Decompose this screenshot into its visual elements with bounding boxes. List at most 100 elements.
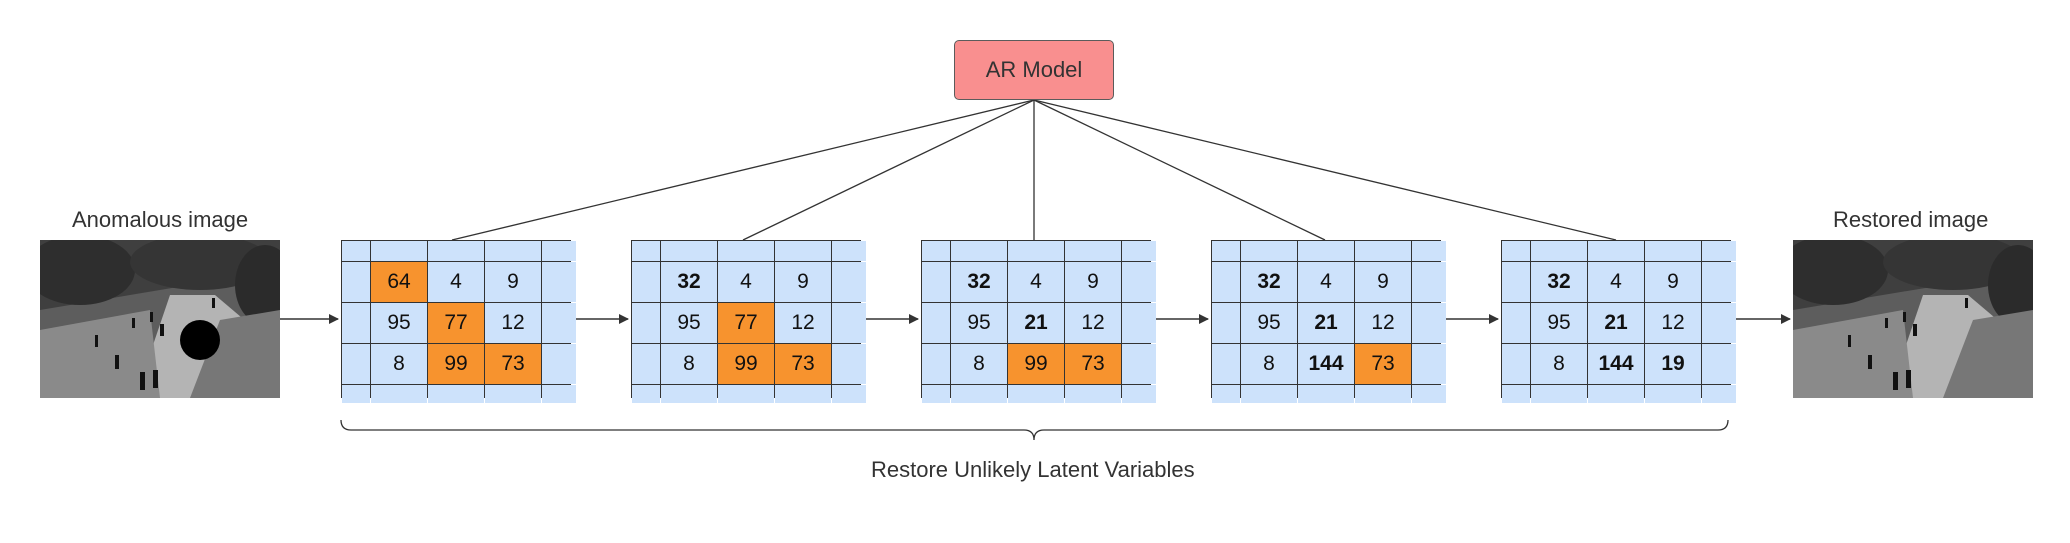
latent-cell: 99 [1008, 344, 1064, 384]
grid-border-cell [1588, 241, 1644, 261]
latent-cell: 8 [661, 344, 717, 384]
grid-border-cell [342, 262, 370, 302]
latent-cell: 8 [371, 344, 427, 384]
latent-cell: 95 [661, 303, 717, 343]
grid-border-cell [1502, 344, 1530, 384]
grid-border-cell [718, 385, 774, 403]
grid-border-cell [1502, 241, 1530, 261]
grid-border-cell [775, 241, 831, 261]
grid-border-cell [632, 344, 660, 384]
grid-border-cell [661, 385, 717, 403]
grid-border-cell [632, 262, 660, 302]
grid-border-cell [1702, 385, 1736, 403]
latent-cell: 95 [1241, 303, 1297, 343]
brace-label: Restore Unlikely Latent Variables [871, 457, 1195, 482]
grid-border-cell [1355, 385, 1411, 403]
latent-cell: 144 [1588, 344, 1644, 384]
latent-cell: 144 [1298, 344, 1354, 384]
grid-border-cell [832, 344, 866, 384]
grid-border-cell [1122, 385, 1156, 403]
grid-border-cell [632, 303, 660, 343]
grid-border-cell [1702, 303, 1736, 343]
model-link-2 [742, 99, 1035, 241]
grid-border-cell [1412, 241, 1446, 261]
grid-border-cell [1412, 344, 1446, 384]
anomalous-image-label: Anomalous image [72, 207, 249, 232]
brace [340, 419, 1729, 441]
latent-cell: 12 [1065, 303, 1121, 343]
grid-border-cell [1702, 344, 1736, 384]
grid-border-cell [1212, 262, 1240, 302]
grid-border-cell [922, 262, 950, 302]
grid-border-cell [1702, 241, 1736, 261]
latent-cell: 4 [428, 262, 484, 302]
grid-border-cell [661, 241, 717, 261]
grid-border-cell [1531, 241, 1587, 261]
grid-border-cell [1008, 385, 1064, 403]
grid-border-cell [1298, 385, 1354, 403]
latent-cell: 4 [718, 262, 774, 302]
latent-cell: 4 [1588, 262, 1644, 302]
latent-cell: 21 [1298, 303, 1354, 343]
latent-cell: 9 [1355, 262, 1411, 302]
grid-border-cell [542, 303, 576, 343]
latent-cell: 21 [1008, 303, 1064, 343]
latent-cell: 73 [1065, 344, 1121, 384]
latent-cell: 95 [371, 303, 427, 343]
grid-border-cell [1122, 241, 1156, 261]
grid-border-cell [1298, 241, 1354, 261]
latent-cell: 77 [718, 303, 774, 343]
latent-cell: 64 [371, 262, 427, 302]
grid-border-cell [1412, 385, 1446, 403]
latent-cell: 95 [1531, 303, 1587, 343]
latent-cell: 99 [428, 344, 484, 384]
anomaly-mark-icon [180, 320, 220, 360]
grid-border-cell [922, 303, 950, 343]
latent-cell: 73 [1355, 344, 1411, 384]
grid-border-cell [542, 262, 576, 302]
grid-border-cell [632, 385, 660, 403]
grid-border-cell [542, 344, 576, 384]
latent-cell: 12 [485, 303, 541, 343]
grid-border-cell [1241, 385, 1297, 403]
latent-cell: 4 [1008, 262, 1064, 302]
grid-border-cell [1212, 241, 1240, 261]
latent-cell: 95 [951, 303, 1007, 343]
grid-border-cell [1122, 344, 1156, 384]
grid-border-cell [485, 241, 541, 261]
grid-border-cell [1502, 385, 1530, 403]
grid-border-cell [542, 241, 576, 261]
grid-border-cell [485, 385, 541, 403]
latent-cell: 4 [1298, 262, 1354, 302]
grid-border-cell [1065, 385, 1121, 403]
model-link-4 [1033, 99, 1326, 241]
grid-border-cell [1645, 241, 1701, 261]
latent-cell: 73 [485, 344, 541, 384]
grid-border-cell [342, 385, 370, 403]
grid-border-cell [632, 241, 660, 261]
grid-border-cell [428, 385, 484, 403]
grid-border-cell [542, 385, 576, 403]
latent-cell: 77 [428, 303, 484, 343]
latent-cell: 99 [718, 344, 774, 384]
grid-border-cell [1122, 262, 1156, 302]
grid-border-cell [951, 241, 1007, 261]
grid-border-cell [832, 241, 866, 261]
latent-cell: 73 [775, 344, 831, 384]
model-link-5 [1033, 99, 1617, 241]
latent-cell: 12 [1355, 303, 1411, 343]
grid-border-cell [428, 241, 484, 261]
latent-cell: 8 [951, 344, 1007, 384]
latent-cell: 19 [1645, 344, 1701, 384]
grid-border-cell [1008, 241, 1064, 261]
model-link-1 [451, 99, 1035, 241]
latent-cell: 12 [775, 303, 831, 343]
latent-cell: 32 [661, 262, 717, 302]
grid-border-cell [371, 241, 427, 261]
latent-cell: 32 [1241, 262, 1297, 302]
grid-border-cell [922, 385, 950, 403]
